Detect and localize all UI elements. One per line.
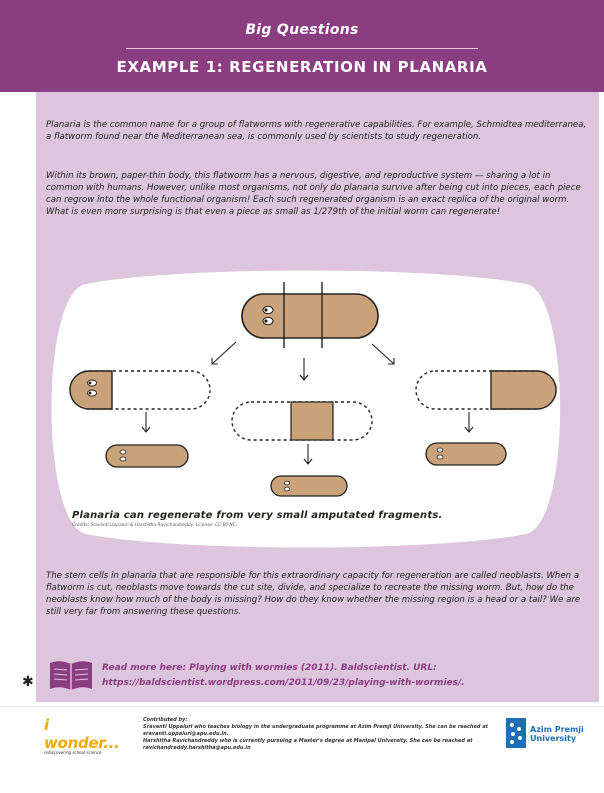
intro-paragraph: Planaria is the common name for a group … [46, 120, 587, 142]
contributor-2: Harshitha Ravichandreddy who is currentl… [143, 738, 473, 751]
top-worm-eyes [262, 305, 274, 326]
page-header: Big Questions EXAMPLE 1: REGENERATION IN… [0, 0, 604, 92]
brand-tagline: rediscovering school science [44, 750, 102, 755]
head-fragment [69, 370, 211, 410]
page-title: EXAMPLE 1: REGENERATION IN PLANARIA [116, 58, 488, 76]
regenerated-worm-left [105, 444, 189, 468]
arrows-down [141, 412, 474, 465]
arrows-top [211, 341, 395, 381]
university-name: Azim Premji University [530, 725, 584, 743]
regenerated-worm-right [425, 442, 507, 466]
book-icon [50, 661, 92, 690]
planaria-figure [51, 270, 561, 548]
neoblast-paragraph: The stem cells in planaria that are resp… [46, 571, 581, 617]
header-divider [126, 48, 478, 49]
figure-caption: Planaria can regenerate from very small … [72, 510, 443, 521]
contributor-1: Sravanti Uppaluri who teaches biology in… [143, 724, 488, 737]
middle-fragment [231, 401, 373, 441]
section-kicker: Big Questions [245, 22, 359, 38]
footer-divider [0, 706, 604, 707]
brand-name: i wonder... [44, 716, 120, 752]
university-emblem-icon [506, 718, 526, 748]
university-logo: Azim Premji University [504, 714, 588, 754]
whole-worm [241, 293, 379, 339]
figure-credits: Credits: Sravanti Uppaluri & Harshitha R… [72, 523, 238, 528]
contributors: Contributed by: Sravanti Uppaluri who te… [143, 717, 495, 752]
read-more-link[interactable]: Read more here: Playing with wormies (20… [102, 663, 465, 688]
regenerated-worm-middle [270, 475, 348, 497]
contributed-by-label: Contributed by: [143, 717, 188, 723]
tail-fragment [415, 370, 557, 410]
asterisk-icon: ✱ [22, 674, 34, 690]
body-paragraph: Within its brown, paper-thin body, this … [46, 171, 581, 217]
iwonder-logo: i wonder... rediscovering school science [44, 716, 128, 755]
